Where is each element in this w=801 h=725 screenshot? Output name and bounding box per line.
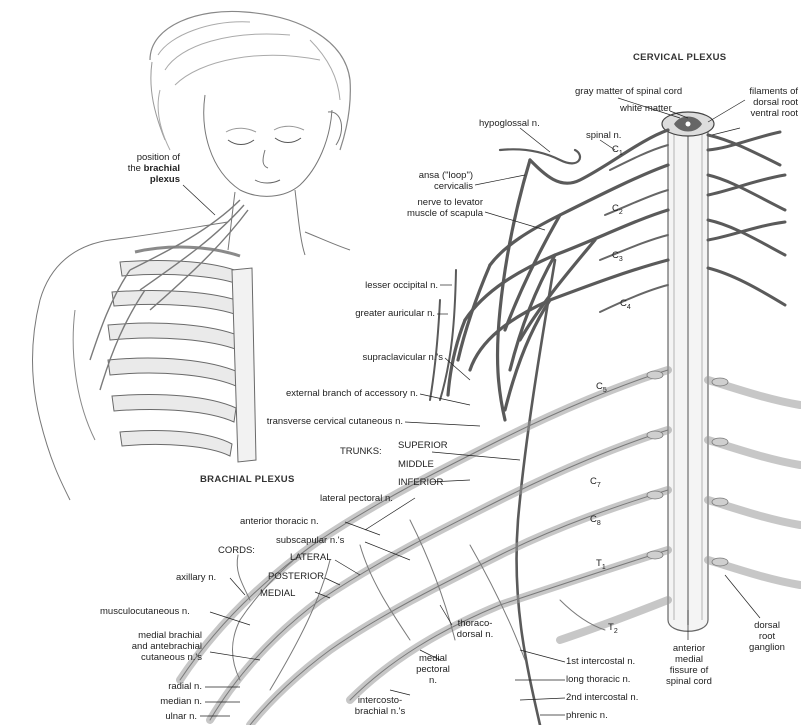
segment-c3: C3 [612,250,623,263]
label-inferior: INFERIOR [398,477,443,488]
label-filaments: filaments of dorsal root ventral root [720,86,798,119]
segment-c5-number: 5 [603,387,607,394]
label-medial-brachial: medial brachial and antebrachial cutaneo… [90,630,202,663]
label-fissure: anterior medial fissure of spinal cord [660,643,718,687]
segment-c4-letter: C [620,298,627,309]
segment-t1: T1 [596,558,606,571]
label-first-intercostal: 1st intercostal n. [566,656,635,667]
label-lateral: LATERAL [290,552,332,563]
label-filaments-line2: dorsal root [720,97,798,108]
inset-position-line3: plexus [80,174,180,185]
label-superior: SUPERIOR [398,440,448,451]
label-ansa: ansa ("loop") cervicalis [400,170,473,192]
label-long-thoracic: long thoracic n. [566,674,630,685]
label-axillary: axillary n. [176,572,216,583]
label-intercostobrachial-line1: intercosto- [345,695,415,706]
label-fissure-line3: fissure of [660,665,718,676]
label-accessory: external branch of accessory n. [240,388,418,399]
label-levator-line2: muscle of scapula [380,208,483,219]
label-supraclavicular: supraclavicular n.'s [300,352,443,363]
segment-t1-number: 1 [602,564,606,571]
label-medial-brachial-line2: and antebrachial [90,641,202,652]
segment-t2: T2 [608,622,618,635]
label-ulnar: ulnar n. [140,711,197,722]
label-spinal-n: spinal n. [586,130,621,141]
cervical-roots-right [708,132,785,305]
segment-c8-number: 8 [597,520,601,527]
label-medial-pectoral: medial pectoral n. [408,653,458,686]
inset-position-line1: position of [80,152,180,163]
label-ganglion-line1: dorsal [742,620,792,631]
label-ansa-line1: ansa ("loop") [400,170,473,181]
label-transverse-cervical: transverse cervical cutaneous n. [230,416,403,427]
label-fissure-line4: spinal cord [660,676,718,687]
label-levator-line1: nerve to levator [380,197,483,208]
label-medial-brachial-line1: medial brachial [90,630,202,641]
label-filaments-line1: filaments of [720,86,798,97]
label-gray-matter: gray matter of spinal cord [575,86,682,97]
label-thoracodorsal: thoraco- dorsal n. [445,618,505,640]
inset-position-label: position of the brachial plexus [80,152,180,185]
label-greater-auricular: greater auricular n. [300,308,435,319]
label-thoracodorsal-line1: thoraco- [445,618,505,629]
label-musculocutaneous: musculocutaneous n. [100,606,190,617]
segment-c8-letter: C [590,514,597,525]
label-middle: MIDDLE [398,459,434,470]
label-fissure-line1: anterior [660,643,718,654]
label-lesser-occipital: lesser occipital n. [320,280,438,291]
segment-c3-number: 3 [619,256,623,263]
label-phrenic: phrenic n. [566,710,608,721]
label-radial: radial n. [140,681,202,692]
label-median: median n. [140,696,202,707]
segment-t2-number: 2 [614,628,618,635]
label-hypoglossal: hypoglossal n. [479,118,540,129]
label-medial-pectoral-line3: n. [408,675,458,686]
label-medial: MEDIAL [260,588,295,599]
segment-c1-letter: C [612,144,619,155]
segment-c2-number: 2 [619,209,623,216]
label-medial-brachial-line3: cutaneous n.'s [90,652,202,663]
label-ganglion-line3: ganglion [742,642,792,653]
label-cords: CORDS: [218,545,255,556]
inset-position-prefix: the [128,163,144,174]
label-anterior-thoracic: anterior thoracic n. [240,516,319,527]
ribcage [108,247,256,462]
label-levator: nerve to levator muscle of scapula [380,197,483,219]
label-white-matter: white matter [620,103,672,114]
label-medial-pectoral-line1: medial [408,653,458,664]
segment-c8: C8 [590,514,601,527]
label-intercostobrachial-line2: brachial n.'s [345,706,415,717]
segment-c7-number: 7 [597,482,601,489]
label-lateral-pectoral: lateral pectoral n. [320,493,393,504]
segment-c5-letter: C [596,381,603,392]
brachial-plexus-heading: BRACHIAL PLEXUS [200,474,295,485]
label-trunks: TRUNKS: [340,446,382,457]
segment-c5: C5 [596,381,607,394]
label-posterior: POSTERIOR [268,571,324,582]
label-fissure-line2: medial [660,654,718,665]
label-ganglion-line2: root [742,631,792,642]
segment-c1-number: 1 [619,150,623,157]
cervical-plexus-heading: CERVICAL PLEXUS [633,52,726,63]
label-ganglion: dorsal root ganglion [742,620,792,653]
label-intercostobrachial: intercosto- brachial n.'s [345,695,415,717]
label-subscapular: subscapular n.'s [276,535,344,546]
segment-c1: C1 [612,144,623,157]
segment-c3-letter: C [612,250,619,261]
label-ansa-line2: cervicalis [400,181,473,192]
segment-c4: C4 [620,298,631,311]
label-thoracodorsal-line2: dorsal n. [445,629,505,640]
inset-position-line2: the brachial [80,163,180,174]
label-second-intercostal: 2nd intercostal n. [566,692,638,703]
segment-c2: C2 [612,203,623,216]
segment-c7: C7 [590,476,601,489]
inset-position-bold: brachial [144,163,180,174]
label-medial-pectoral-line2: pectoral [408,664,458,675]
label-ventral-root: ventral root [720,108,798,119]
segment-c2-letter: C [612,203,619,214]
segment-c4-number: 4 [627,304,631,311]
segment-c7-letter: C [590,476,597,487]
